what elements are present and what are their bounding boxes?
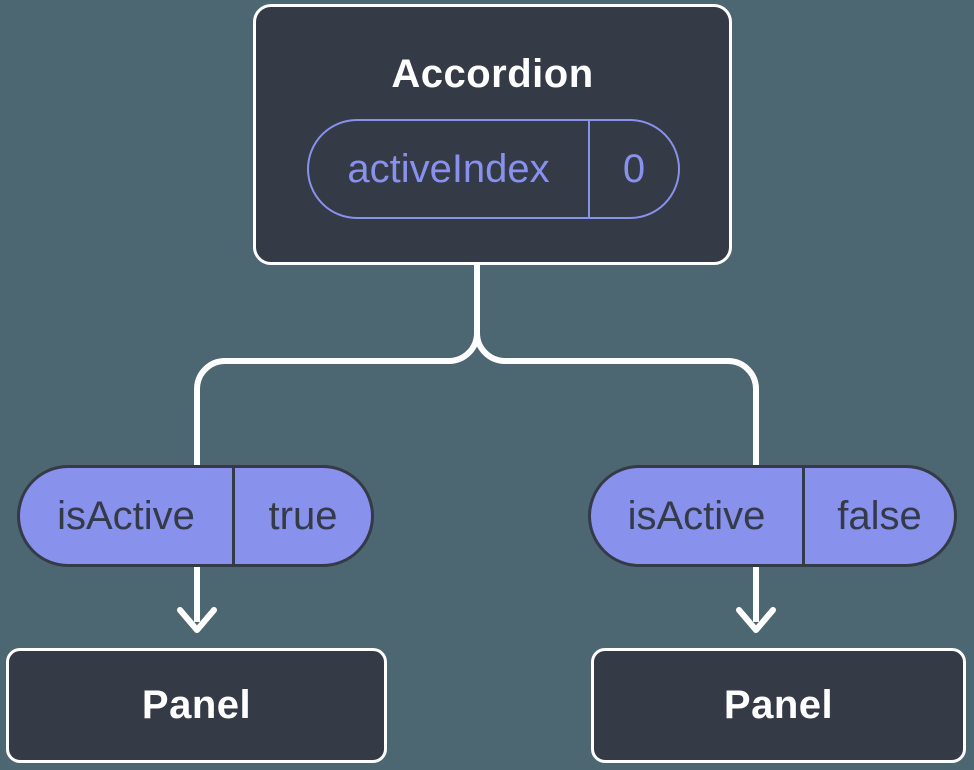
panel-node-left-title: Panel: [141, 683, 252, 727]
state-pill-value: 0: [622, 146, 646, 191]
arrow-right-head-icon: [736, 607, 776, 633]
state-pill: activeIndex 0: [307, 119, 680, 219]
prop-pill-left-divider: [232, 468, 235, 564]
panel-node-left: Panel: [6, 648, 387, 763]
prop-pill-left-value: true: [268, 493, 338, 538]
arrow-left-head-icon: [177, 607, 217, 633]
branch-right-line: [474, 262, 759, 468]
prop-pill-right-value: false: [837, 493, 922, 538]
prop-pill-right: isActive false: [588, 465, 957, 567]
panel-node-right: Panel: [591, 648, 966, 763]
state-pill-divider: [588, 121, 590, 217]
accordion-node: Accordion activeIndex 0: [253, 4, 732, 265]
prop-pill-left-name: isActive: [57, 493, 195, 538]
prop-pill-left: isActive true: [17, 465, 374, 567]
prop-pill-right-divider: [802, 468, 805, 564]
prop-pill-right-name: isActive: [627, 493, 766, 538]
branch-left-line: [194, 262, 480, 468]
state-pill-name: activeIndex: [347, 146, 550, 191]
panel-node-right-title: Panel: [723, 683, 834, 727]
accordion-node-title: Accordion: [391, 52, 594, 96]
